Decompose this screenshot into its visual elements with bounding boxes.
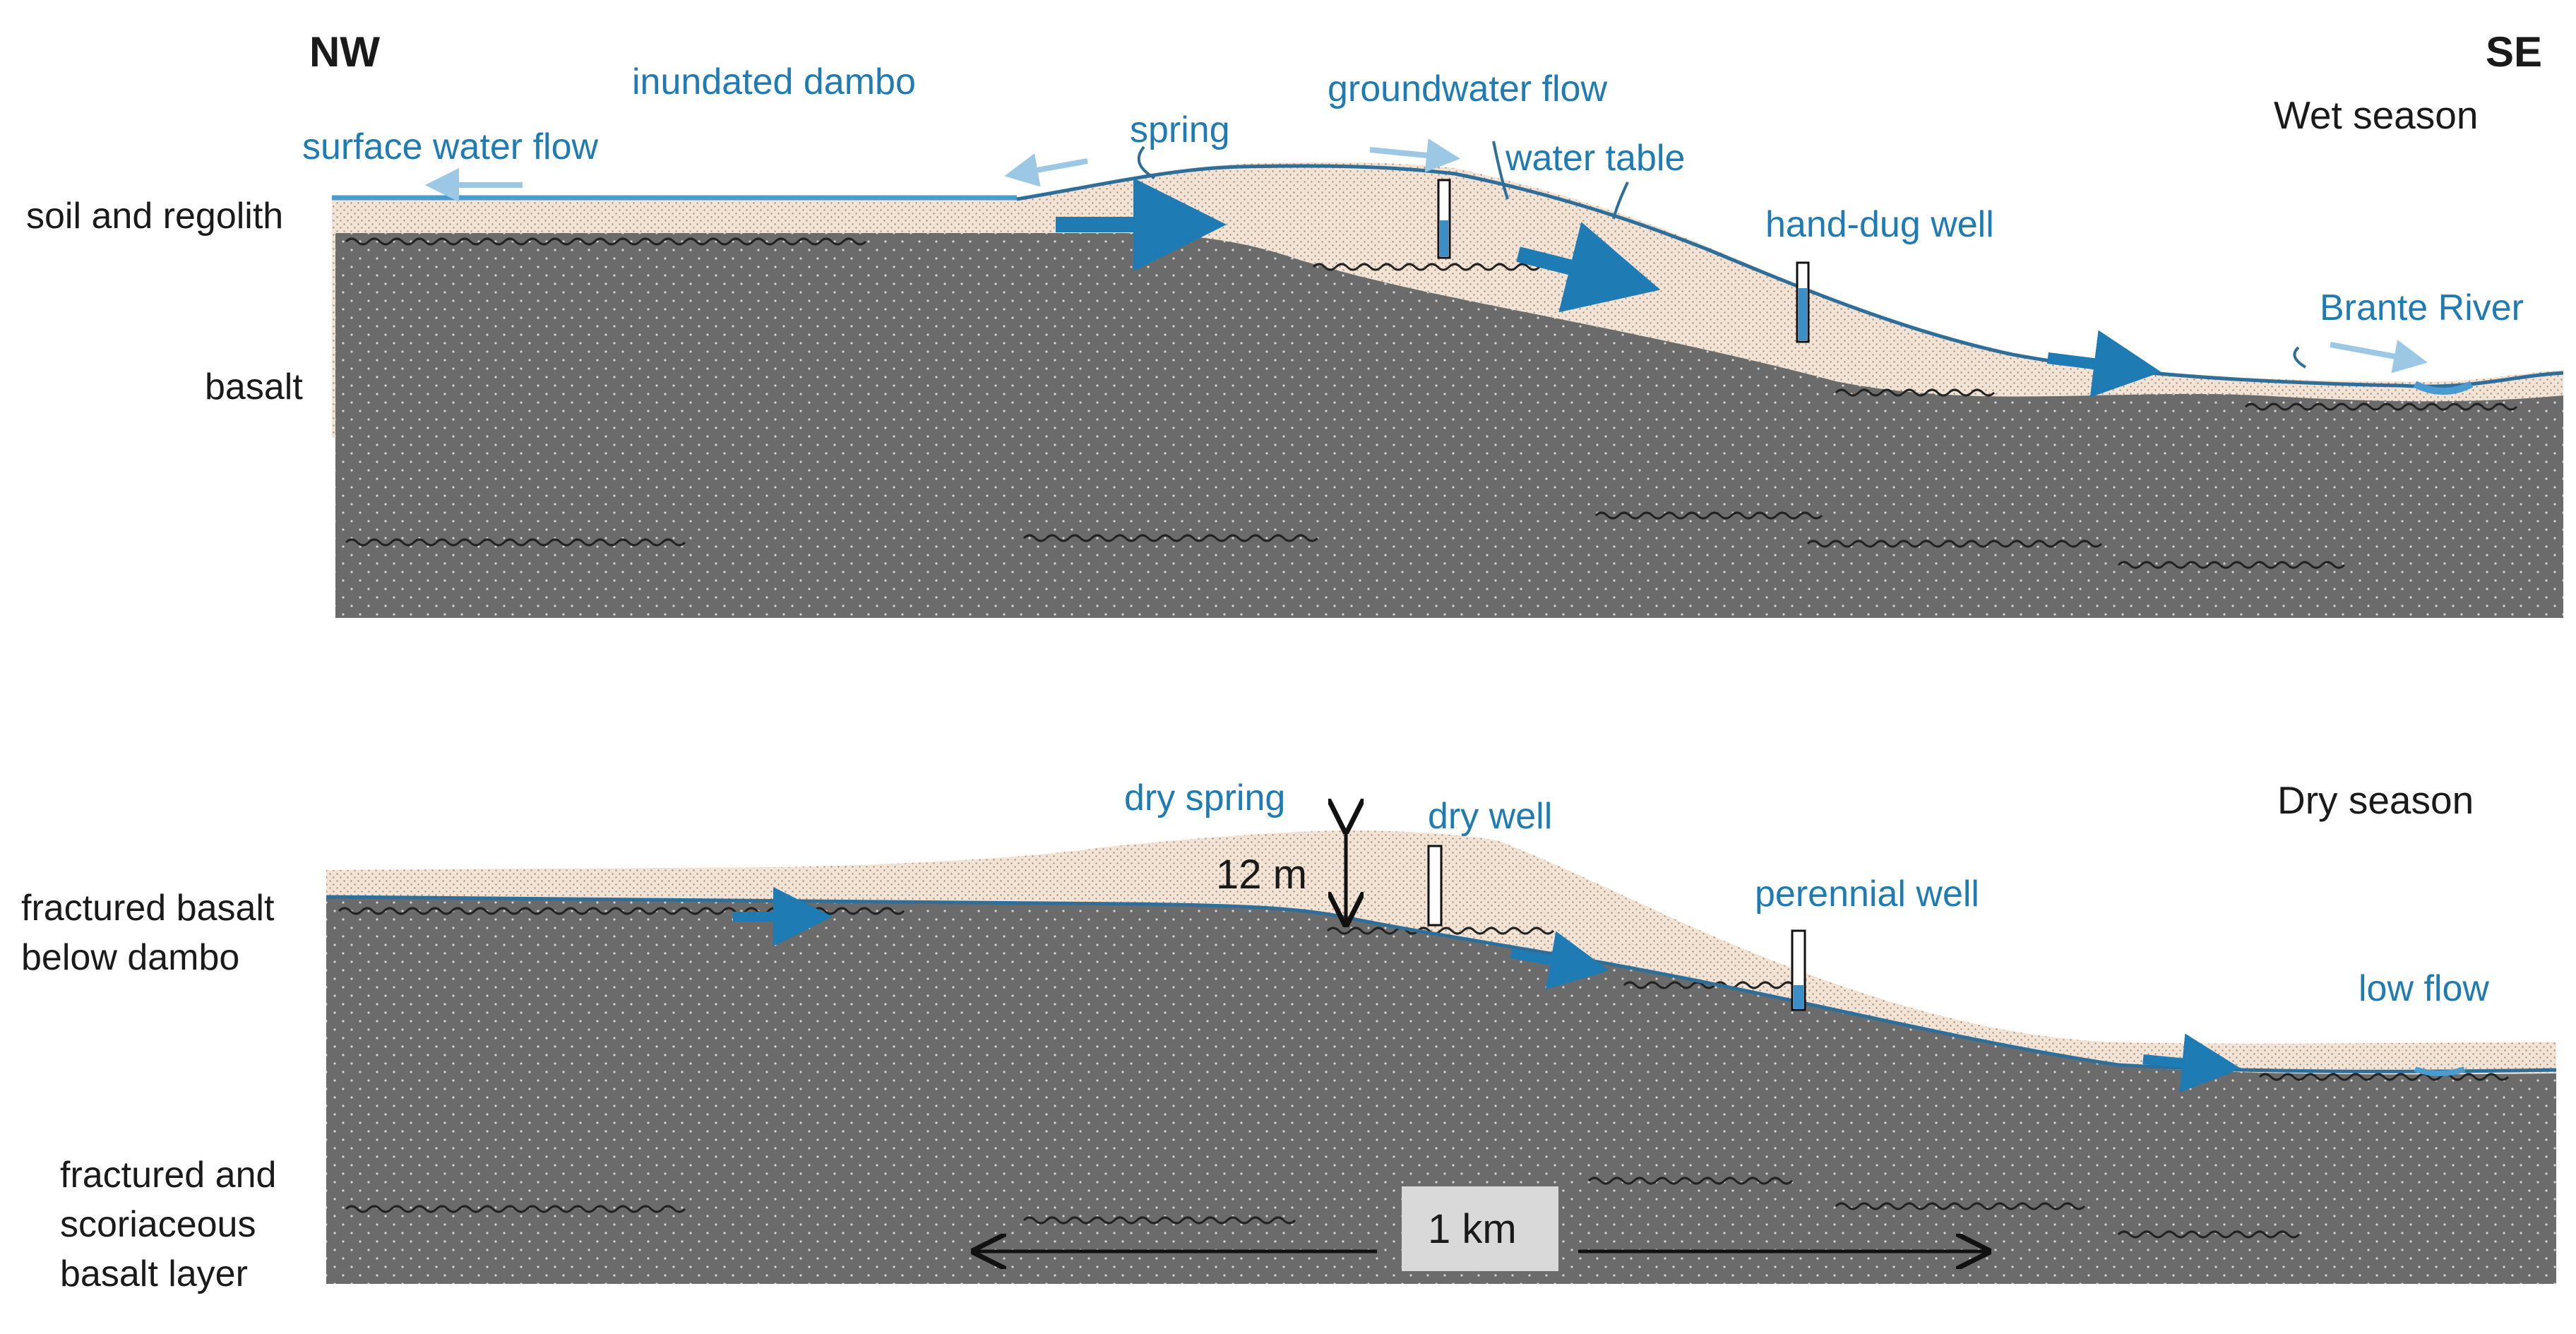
dry-scoria-lines — [338, 907, 2510, 1239]
dry-season-panel — [326, 830, 2557, 1284]
surface-water-flow-label: surface water flow — [302, 126, 599, 167]
wet-water-table — [1016, 164, 2564, 388]
basalt-label: basalt — [205, 367, 303, 407]
wet-basalt-layer — [335, 233, 2563, 618]
fractured-basalt-label-line1: fractured basalt — [21, 888, 275, 929]
depth-12m-label: 12 m — [1216, 852, 1307, 898]
spring-leader — [1137, 145, 1156, 179]
scale-1km-label: 1 km — [1428, 1206, 1517, 1252]
water-table-leader-2 — [1612, 181, 1629, 220]
wet-flow-arrow-3 — [2047, 330, 2161, 398]
dry-low-flow-water — [2414, 1066, 2466, 1076]
river-leader — [2293, 346, 2307, 369]
low-flow-label: low flow — [2359, 968, 2489, 1009]
dry-well — [1427, 845, 1443, 927]
dry-season-label: Dry season — [2277, 778, 2474, 822]
water-table-label: water table — [1505, 138, 1686, 179]
hand-dug-well-label: hand-dug well — [1765, 204, 1994, 245]
spring-flow-arrow — [1004, 153, 1088, 187]
wet-river-water — [2413, 381, 2474, 395]
fractured-basalt-label-line2: below dambo — [21, 937, 240, 978]
dry-well-label: dry well — [1428, 796, 1553, 837]
water-table-leader — [1492, 141, 1509, 200]
dry-flow-arrow-3 — [2142, 1033, 2241, 1093]
wet-season-panel — [332, 138, 2564, 618]
spring-label: spring — [1130, 109, 1230, 150]
dry-basalt-layer — [326, 898, 2556, 1284]
scoriaceous-label-line2: scoriaceous — [60, 1204, 256, 1245]
scale-box — [1402, 1186, 1558, 1271]
dry-flow-arrow-2 — [1510, 931, 1609, 990]
brante-river-label: Brante River — [2320, 287, 2524, 328]
dry-water-table — [326, 895, 2557, 1073]
river-flow-arrow — [2330, 340, 2428, 374]
wet-flow-arrow-2 — [1516, 222, 1661, 313]
scoriaceous-label-line3: basalt layer — [60, 1253, 248, 1294]
groundwater-flow-arrow — [1369, 138, 1460, 172]
se-label: SE — [2486, 28, 2543, 76]
soil-regolith-label: soil and regolith — [26, 196, 284, 237]
scoriaceous-label-line1: fractured and — [60, 1155, 277, 1196]
groundwater-flow-label: groundwater flow — [1328, 69, 1607, 109]
inundated-dambo-label: inundated dambo — [632, 61, 916, 102]
dry-spring-label: dry spring — [1124, 778, 1286, 818]
nw-label: NW — [309, 28, 380, 76]
perennial-well-label: perennial well — [1755, 874, 1979, 915]
wet-season-label: Wet season — [2274, 93, 2479, 137]
